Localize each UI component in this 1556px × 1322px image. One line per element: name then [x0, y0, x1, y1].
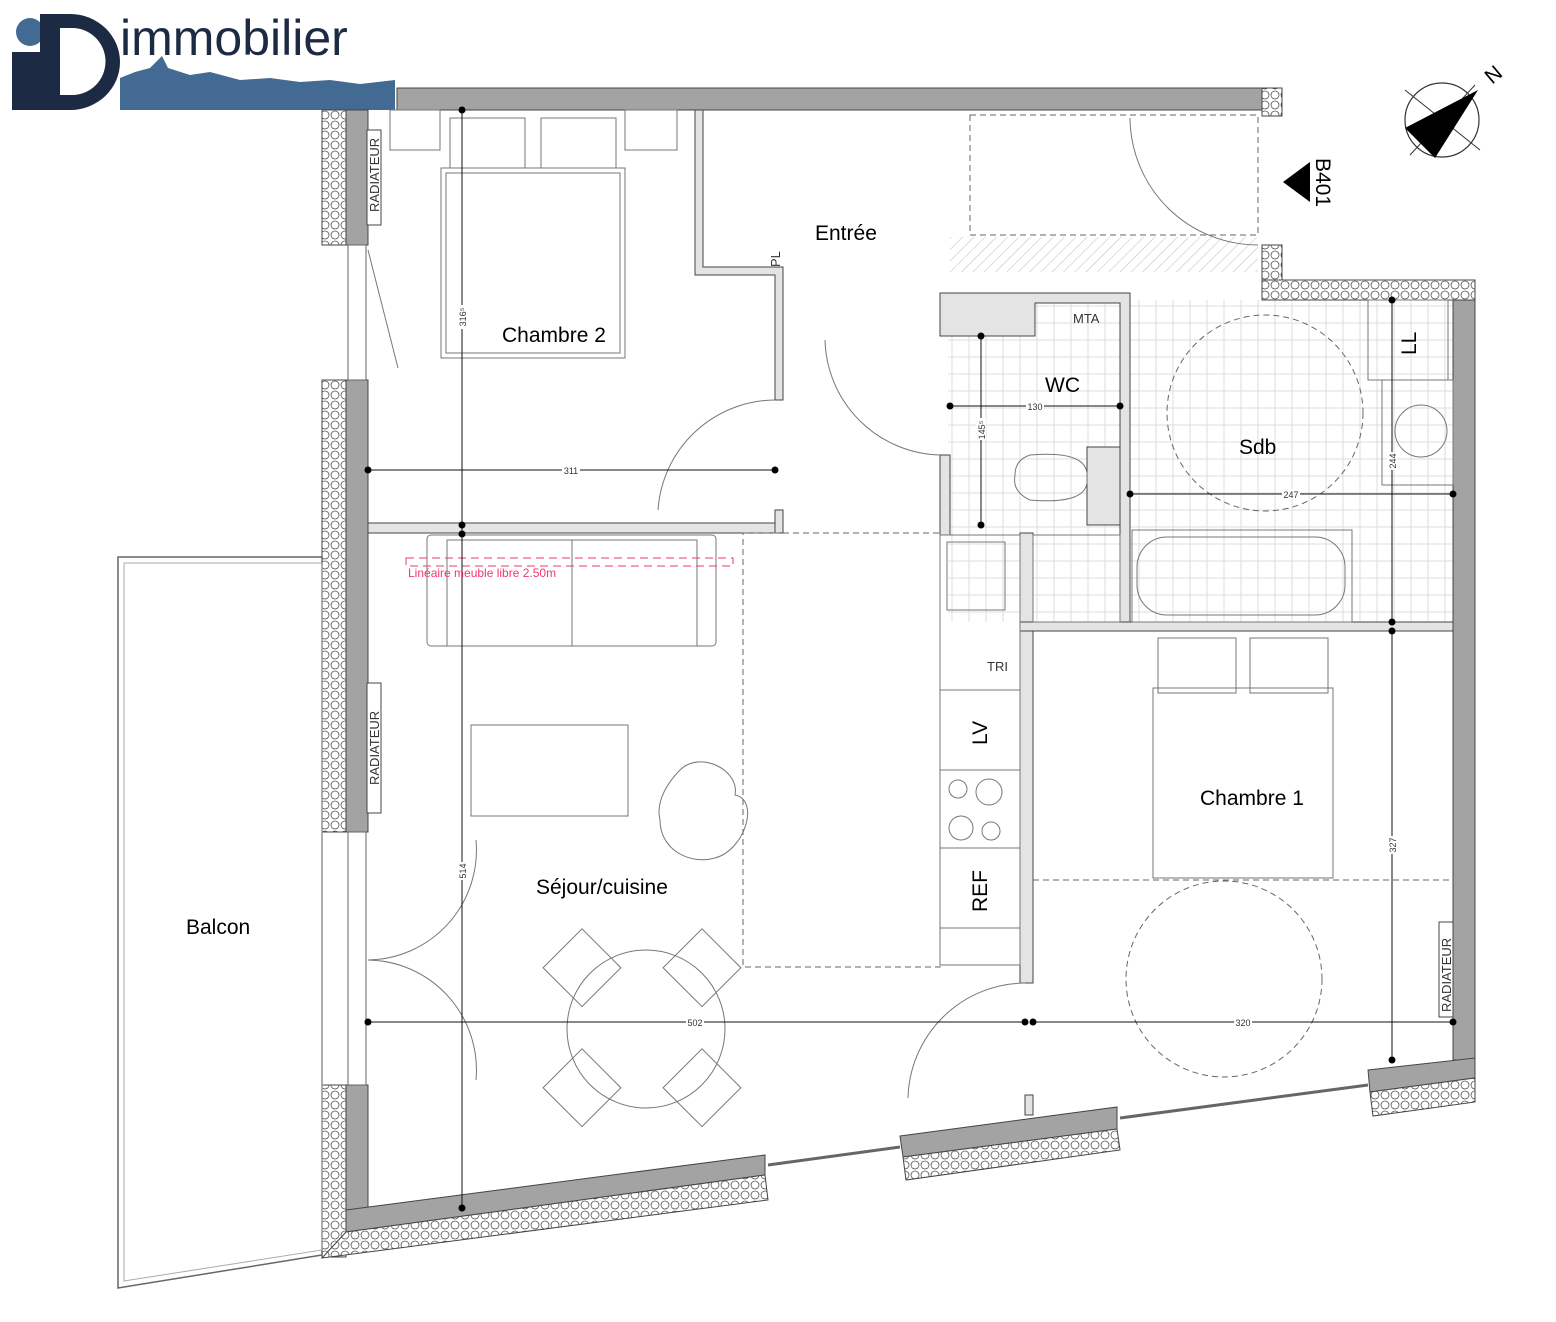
insulation-bottom — [320, 1174, 769, 1259]
dimension-lines — [364, 106, 1457, 1212]
radiator-label: RADIATEUR — [1439, 938, 1454, 1012]
unit-label: B401 — [1311, 158, 1334, 207]
dim-ch2-width: 311 — [564, 466, 578, 476]
window — [767, 1145, 901, 1167]
dim-sejour-height: 514 — [458, 863, 468, 878]
dim-ch1-height: 327 — [1388, 837, 1398, 852]
doors — [367, 117, 1259, 1099]
dim-sejour-width: 502 — [687, 1018, 702, 1028]
kitchen-zone — [742, 532, 941, 968]
dim-ch2-height: 316⁵ — [458, 307, 468, 326]
entry-zone — [969, 114, 1259, 236]
insulation — [1261, 244, 1283, 286]
room-chambre-1: Chambre 1 — [1200, 787, 1304, 810]
ll-label: LL — [1398, 332, 1421, 355]
radiator — [366, 682, 382, 814]
logo-text: immobilier — [120, 10, 348, 66]
wall — [1024, 1094, 1034, 1116]
wall — [774, 509, 784, 534]
logo: immobilier — [12, 10, 395, 110]
wall-top — [396, 87, 1263, 111]
pl-label: PL — [768, 251, 783, 267]
bed-chambre1 — [1152, 637, 1334, 879]
room-sejour-cuisine: Séjour/cuisine — [536, 876, 668, 899]
room-entree: Entrée — [815, 222, 877, 245]
lineaire-zone — [405, 557, 734, 567]
sofa — [426, 534, 717, 647]
entry-arrow-icon — [1283, 162, 1310, 202]
insulation-bottom — [1369, 1077, 1476, 1117]
bathtub — [1131, 529, 1353, 623]
window — [1119, 1083, 1369, 1120]
window — [347, 831, 367, 1086]
wall-right — [1452, 299, 1476, 1061]
radiator-label: RADIATEUR — [367, 138, 382, 212]
wall-chambre1 — [1019, 621, 1454, 632]
cupboard — [1032, 534, 1121, 623]
insulation-left — [321, 1084, 347, 1258]
hatched-threshold — [950, 237, 1258, 272]
toilet — [1014, 453, 1088, 502]
insulation-left — [321, 109, 347, 246]
wall-kitchen — [1019, 532, 1034, 984]
wall-wc — [1086, 446, 1121, 526]
wall-left — [345, 379, 369, 833]
wall-left — [345, 109, 369, 246]
mta-label: MTA — [1073, 311, 1100, 326]
coffee-table — [470, 724, 629, 817]
ref-label: REF — [969, 870, 992, 912]
balcony-outline — [123, 562, 323, 1282]
room-chambre-2: Chambre 2 — [502, 324, 606, 347]
north-label: N — [1481, 61, 1507, 88]
bathtub-inner — [1136, 536, 1346, 616]
tri-label: TRI — [987, 659, 1008, 674]
radiator — [1438, 921, 1454, 1018]
room-balcon: Balcon — [186, 916, 250, 939]
dim-wc-height: 145⁵ — [977, 420, 987, 439]
radiator — [366, 129, 382, 226]
radiator-label: RADIATEUR — [367, 711, 382, 785]
balcony-outline — [117, 556, 323, 1289]
bed-chambre2 — [389, 109, 678, 359]
turning-circle — [1125, 880, 1323, 1078]
insulation — [1261, 87, 1283, 117]
wall-wc — [939, 454, 951, 536]
insulation-bottom — [902, 1128, 1121, 1181]
dim-ch1-width: 320 — [1235, 1018, 1250, 1028]
logo-i — [12, 52, 44, 110]
dim-wc-width: 130 — [1027, 402, 1042, 412]
dining-table — [542, 928, 742, 1128]
window — [347, 244, 367, 381]
compass-icon — [1404, 82, 1481, 158]
plant — [658, 761, 749, 861]
turning-circle — [1166, 314, 1364, 512]
wall-wc — [939, 292, 1131, 623]
logo-dot — [16, 18, 44, 46]
washing-machine — [1367, 299, 1449, 381]
skyline — [120, 56, 395, 110]
wall-chambre2 — [367, 522, 784, 534]
lv-label: LV — [969, 721, 992, 745]
dim-sdb-height: 244 — [1388, 453, 1398, 468]
lineaire-label: Linéaire meuble libre 2.50m — [408, 566, 556, 580]
kitchen-units — [939, 534, 1021, 966]
room-wc: WC — [1045, 374, 1080, 397]
room-sdb: Sdb — [1239, 436, 1276, 459]
sink — [1394, 404, 1448, 458]
insulation-top-right — [1261, 279, 1476, 301]
dim-sdb-width: 247 — [1283, 490, 1298, 500]
wall-pl — [694, 109, 784, 401]
insulation-left — [321, 379, 347, 833]
